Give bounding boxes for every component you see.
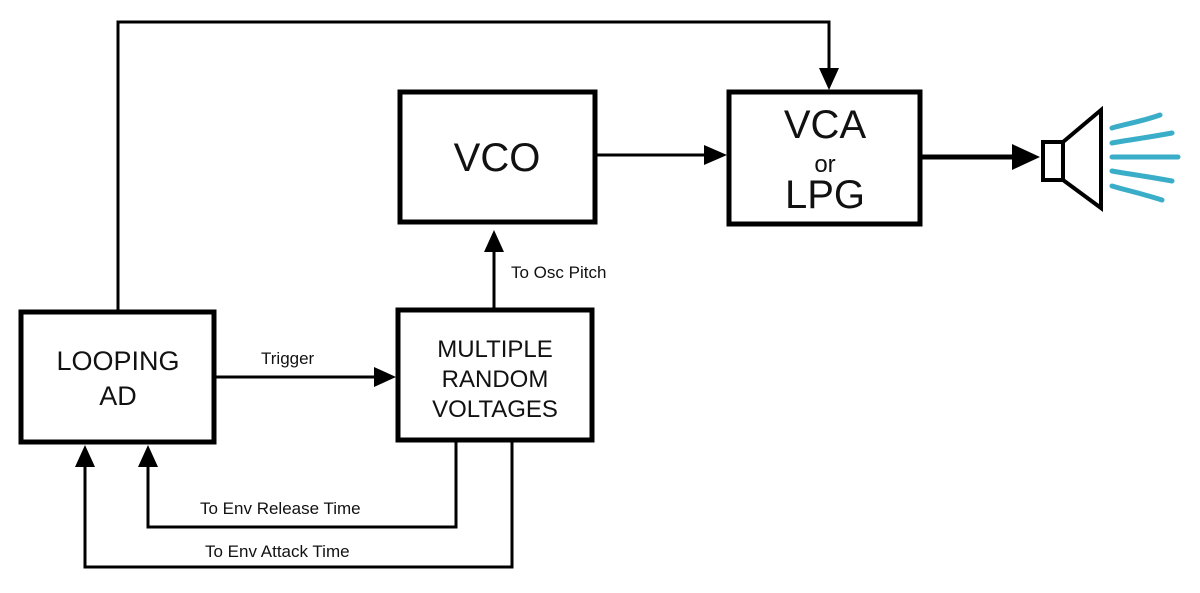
- random-label: RANDOM: [442, 366, 549, 393]
- arrowhead-right-icon: [1012, 144, 1040, 170]
- arrowhead-down-icon: [819, 68, 839, 90]
- looping-label: LOOPING: [56, 346, 179, 376]
- random-voltages-block: MULTIPLE RANDOM VOLTAGES: [395, 307, 595, 443]
- ad-label: AD: [99, 381, 137, 411]
- arrowhead-up-icon: [484, 230, 504, 252]
- vco-block: VCO: [397, 89, 598, 225]
- env-release-label: To Env Release Time: [200, 499, 361, 518]
- osc-pitch-connector: [484, 230, 504, 308]
- arrowhead-right-icon: [704, 145, 727, 165]
- or-label: or: [814, 151, 835, 178]
- speaker-icon: [1041, 105, 1103, 212]
- arrowhead-up-icon: [75, 445, 95, 467]
- env-release-connector: [138, 442, 458, 529]
- vca-label: VCA: [784, 103, 867, 147]
- env-attack-connector: [75, 442, 514, 569]
- arrowhead-right-icon: [374, 367, 396, 387]
- multiple-label: MULTIPLE: [437, 336, 553, 363]
- env-attack-label: To Env Attack Time: [205, 542, 350, 561]
- trigger-label: Trigger: [261, 349, 315, 368]
- voltages-label: VOLTAGES: [432, 396, 558, 423]
- sound-waves-icon: [1109, 112, 1181, 203]
- vco-label: VCO: [454, 136, 541, 180]
- lpg-label: LPG: [785, 173, 865, 217]
- vca-lpg-block: VCA or LPG: [726, 89, 923, 227]
- trigger-connector: [216, 367, 396, 387]
- osc-pitch-label: To Osc Pitch: [511, 263, 606, 282]
- vco-to-vca-connector: [597, 145, 727, 165]
- arrowhead-up-icon: [138, 445, 158, 467]
- looping-ad-block: LOOPING AD: [18, 309, 217, 445]
- vca-to-speaker-connector: [922, 144, 1040, 170]
- envelope-to-vca-connector: [116, 20, 839, 312]
